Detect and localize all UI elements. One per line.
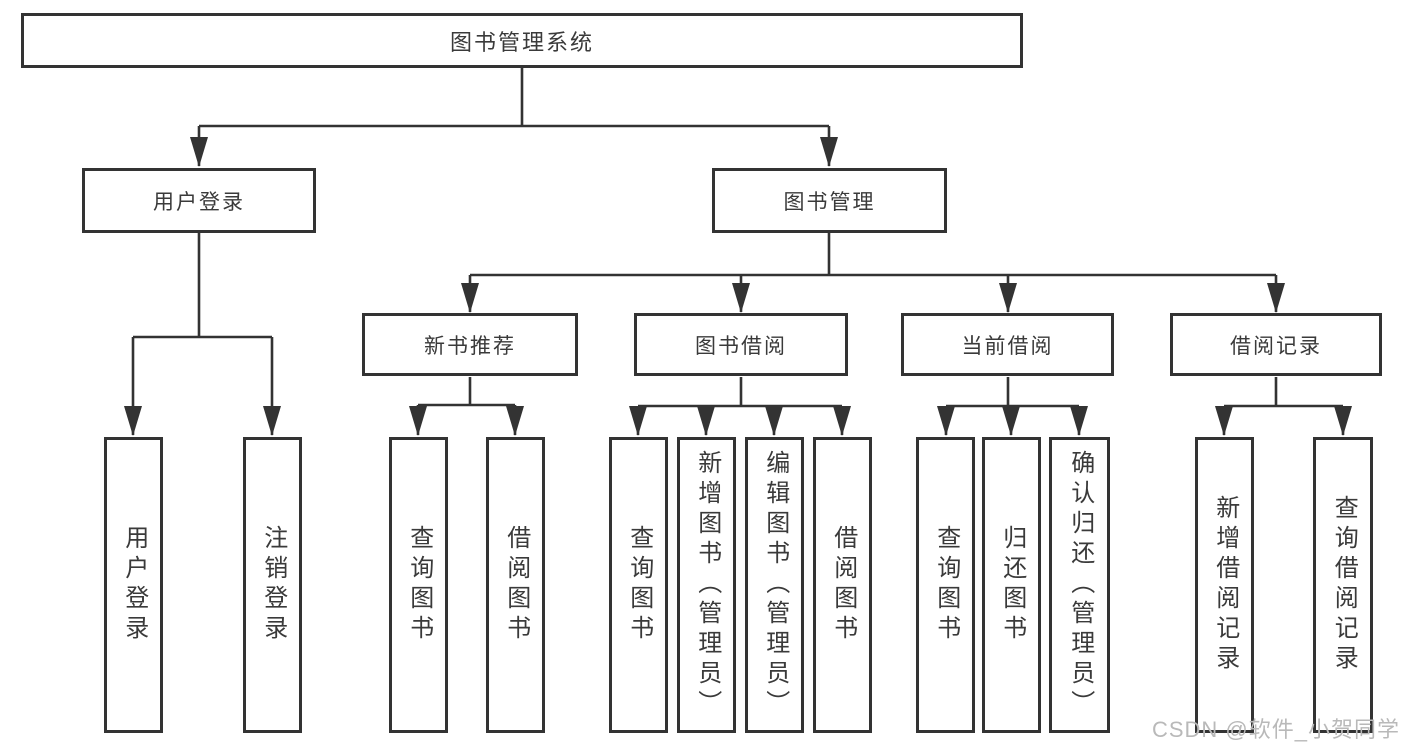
- leaf-add-borrow-record: 新增借阅记录: [1195, 437, 1254, 733]
- leaf-user-login: 用户登录: [104, 437, 163, 733]
- leaf-edit-book-admin-label: 编辑图书（管理员）: [761, 450, 789, 720]
- node-root-label: 图书管理系统: [449, 29, 594, 55]
- node-book-borrow-label: 图书借阅: [695, 334, 787, 358]
- leaf-return-book-label: 归还图书: [998, 525, 1026, 645]
- leaf-borrow-book-label: 借阅图书: [829, 525, 857, 645]
- watermark-text: CSDN @软件_小贺同学: [1151, 717, 1400, 742]
- leaf-add-book-admin-label: 新增图书（管理员）: [693, 450, 721, 720]
- leaf-user-login-label: 用户登录: [120, 525, 148, 645]
- node-root: 图书管理系统: [21, 13, 1023, 68]
- leaf-current-query-book: 查询图书: [916, 437, 975, 733]
- node-book-borrow: 图书借阅: [634, 313, 848, 376]
- node-book-mgmt-label: 图书管理: [783, 190, 876, 214]
- leaf-logout-label: 注销登录: [259, 525, 287, 645]
- leaf-query-borrow-record-label: 查询借阅记录: [1330, 495, 1358, 675]
- leaf-newrec-query-book-label: 查询图书: [405, 525, 433, 645]
- leaf-borrow-query-book-label: 查询图书: [625, 525, 653, 645]
- connector-new-book-bus: [418, 377, 515, 407]
- node-current-borrow: 当前借阅: [901, 313, 1114, 376]
- node-borrow-record: 借阅记录: [1170, 313, 1382, 376]
- node-user-login-label: 用户登录: [153, 190, 245, 214]
- node-current-borrow-label: 当前借阅: [961, 334, 1054, 358]
- connector-borrow-record-bus: [1224, 377, 1343, 408]
- node-book-mgmt: 图书管理: [712, 168, 947, 233]
- leaf-edit-book-admin: 编辑图书（管理员）: [745, 437, 804, 733]
- node-user-login: 用户登录: [82, 168, 316, 233]
- leaf-return-book: 归还图书: [982, 437, 1041, 733]
- connector-book-mgmt-bus: [470, 233, 1276, 277]
- connector-user-login-bus: [133, 233, 272, 339]
- connector-book-borrow-bus: [638, 377, 842, 408]
- node-borrow-record-label: 借阅记录: [1230, 334, 1322, 358]
- leaf-add-borrow-record-label: 新增借阅记录: [1211, 495, 1239, 675]
- leaf-query-borrow-record: 查询借阅记录: [1313, 437, 1373, 733]
- node-new-book-rec-label: 新书推荐: [424, 334, 516, 358]
- leaf-newrec-borrow-book: 借阅图书: [486, 437, 545, 733]
- leaf-borrow-book: 借阅图书: [813, 437, 872, 733]
- leaf-confirm-return-admin-label: 确认归还（管理员）: [1066, 450, 1094, 720]
- connector-root-bus: [199, 68, 829, 128]
- connector-current-borrow-bus: [946, 377, 1079, 408]
- leaf-logout: 注销登录: [243, 437, 302, 733]
- leaf-newrec-borrow-book-label: 借阅图书: [502, 525, 530, 645]
- leaf-confirm-return-admin: 确认归还（管理员）: [1049, 437, 1110, 733]
- leaf-borrow-query-book: 查询图书: [609, 437, 668, 733]
- leaf-current-query-book-label: 查询图书: [932, 525, 960, 645]
- node-new-book-rec: 新书推荐: [362, 313, 578, 376]
- leaf-newrec-query-book: 查询图书: [389, 437, 448, 733]
- leaf-add-book-admin: 新增图书（管理员）: [677, 437, 736, 733]
